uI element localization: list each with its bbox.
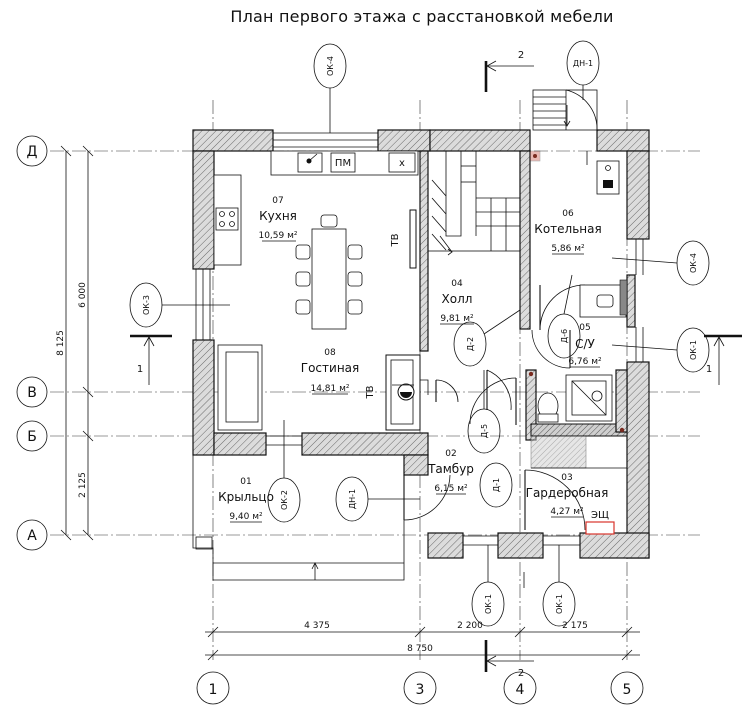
room-02-num: 02 [445, 449, 456, 459]
tag-ok3: ОК-3 [142, 295, 151, 315]
dim-total-height: 8 125 [56, 330, 66, 356]
axis-label-5: 5 [623, 682, 632, 698]
tag-dn1-top: ДН-1 [573, 59, 593, 68]
tag-ok4-top: ОК-4 [326, 56, 335, 76]
tag-d6: Д-6 [560, 329, 569, 343]
horizontal-dimensions: 4 375 2 200 2 175 8 750 [205, 621, 640, 661]
room-03-name: Гардеробная [526, 486, 609, 500]
chair [320, 214, 338, 228]
axis-marker-A [16, 519, 48, 551]
axis-label-B: Б [27, 429, 37, 445]
room-04-area: 9,81 м² [440, 314, 474, 324]
hood-x [388, 152, 416, 173]
axis-marker-D [16, 135, 48, 167]
electric-panel [585, 521, 615, 535]
section-marks: 1 1 2 2 [130, 50, 742, 679]
tag-d2: Д-2 [466, 337, 475, 351]
boiler-bath-fixtures [528, 150, 628, 433]
dishwasher-label: ПМ [335, 158, 351, 169]
axis-marker-V [16, 376, 48, 408]
walls [192, 129, 650, 559]
room-01-num: 01 [240, 477, 251, 487]
wardrobe-rails [530, 435, 627, 469]
axis-label-3: 3 [416, 682, 425, 698]
room-01-area: 9,40 м² [229, 512, 263, 522]
room-03-area: 4,27 м² [550, 507, 584, 517]
room-07-area: 10,59 м² [258, 231, 297, 241]
tag-ok2: ОК-2 [280, 490, 289, 510]
element-tags: ОК-4 ДН-1 ОК-3 ОК-2 ОК-4 ОК-1 Д-2 Д-6 Д-… [129, 40, 710, 627]
axis-label-A: А [27, 528, 37, 544]
stove [215, 207, 239, 231]
room-labels: 07 Кухня 10,59 м² 08 Гостиная 14,81 м² 0… [218, 196, 609, 523]
axis-marker-5 [610, 671, 644, 705]
room-01-name: Крыльцо [218, 490, 274, 504]
dim-total-width: 8 750 [407, 644, 433, 654]
dim-span-1-3: 4 375 [304, 621, 330, 631]
x-mark: x [399, 158, 405, 169]
axis-label-1: 1 [209, 682, 218, 698]
axis-marker-4 [503, 671, 537, 705]
entry-stair-top [532, 89, 598, 165]
room-08-name: Гостиная [301, 361, 359, 375]
axis-marker-B [16, 420, 48, 452]
tag-ok1-bottom-2: ОК-1 [555, 594, 564, 614]
room-04-num: 04 [451, 279, 463, 289]
tag-d5: Д-5 [480, 424, 489, 438]
electric-panel-label: ЭЩ [591, 510, 609, 521]
drawing-title: План первого этажа с расстановкой мебели [230, 7, 613, 26]
room-02-name: Тамбур [427, 462, 474, 476]
room-07-name: Кухня [259, 209, 297, 223]
porch-outline [192, 455, 405, 581]
axis-label-4: 4 [516, 682, 525, 698]
room-05-name: С/У [575, 337, 595, 351]
axis-marker-1 [196, 671, 230, 705]
room-06-area: 5,86 м² [551, 244, 585, 254]
section-left-label: 1 [137, 364, 143, 375]
room-05-area: 6,76 м² [568, 357, 602, 367]
room-06-num: 06 [562, 209, 574, 219]
windows [195, 132, 644, 546]
kitchen-furniture: ПМ x ТВ [213, 150, 419, 330]
section-right-label: 1 [706, 364, 712, 375]
room-02-area: 6,15 м² [434, 484, 468, 494]
interior-staircase [427, 150, 521, 256]
tag-ok4-right: ОК-4 [689, 253, 698, 273]
tag-dn1-mid: ДН-1 [348, 489, 357, 509]
dishwasher [330, 152, 356, 173]
tv-label-kitchen: ТВ [390, 233, 401, 247]
column-axis-markers: 1 3 4 5 [196, 671, 644, 705]
section-bottom-label: 2 [518, 668, 524, 679]
room-08-num: 08 [324, 348, 336, 358]
doors [403, 284, 586, 531]
vertical-dimensions: 8 125 6 000 2 125 [56, 145, 94, 541]
axis-marker-3 [403, 671, 437, 705]
axis-label-D: Д [27, 144, 38, 160]
dining-table [311, 228, 347, 330]
section-top-label: 2 [518, 50, 524, 61]
tag-ok1-right: ОК-1 [689, 340, 698, 360]
tv-label-living: ТВ [365, 385, 376, 399]
tag-ok1-bottom-1: ОК-1 [484, 594, 493, 614]
dim-lower-height: 2 125 [78, 472, 88, 498]
tag-d1: Д-1 [492, 478, 501, 492]
room-03-num: 03 [561, 473, 572, 483]
living-furniture: ТВ [217, 344, 429, 431]
dim-upper-height: 6 000 [78, 282, 88, 308]
room-06-name: Котельная [534, 222, 601, 236]
dim-span-3-4: 2 200 [457, 621, 483, 631]
dim-span-4-5: 2 175 [562, 621, 588, 631]
room-08-area: 14,81 м² [310, 384, 349, 394]
axis-label-V: В [27, 385, 37, 401]
room-07-num: 07 [272, 196, 283, 206]
boiler [596, 160, 620, 195]
room-05-num: 05 [579, 323, 590, 333]
room-04-name: Холл [442, 292, 473, 306]
row-axis-markers: Д В Б А [16, 135, 48, 551]
